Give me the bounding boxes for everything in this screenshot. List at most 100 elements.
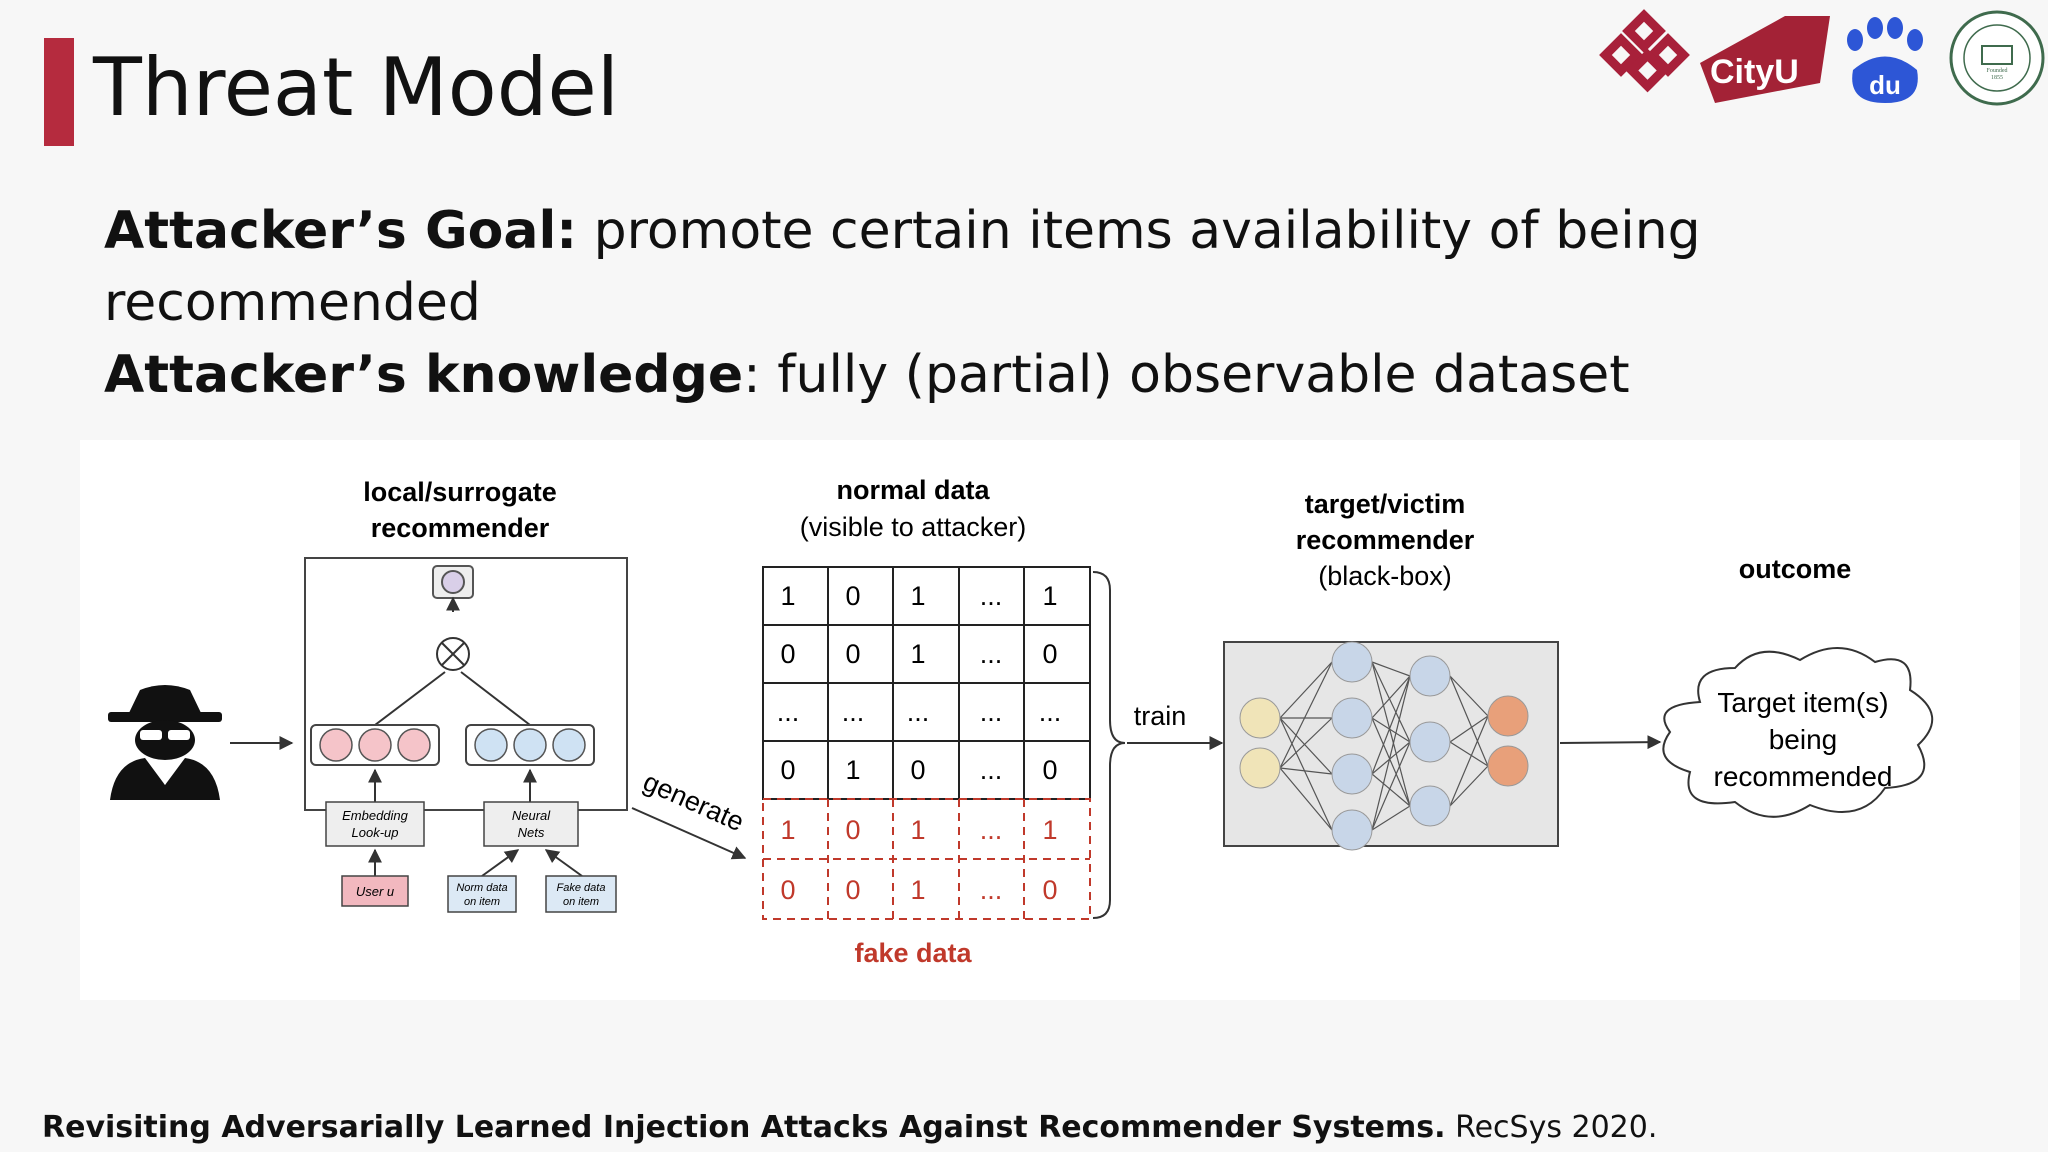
svg-text:du: du	[1869, 70, 1901, 100]
normal-data-subtitle: (visible to attacker)	[800, 512, 1027, 542]
nn-node	[1487, 745, 1529, 787]
normal-data-cell: 1	[780, 581, 795, 611]
nn-edge	[1371, 675, 1411, 719]
normal-data-cell: 1	[910, 639, 925, 669]
nn-edge	[1449, 675, 1489, 767]
normal-data-cell: ...	[777, 697, 800, 727]
nn-node	[1239, 697, 1281, 739]
nn-edge	[1371, 675, 1411, 831]
fake-data-cell: ...	[980, 875, 1003, 905]
normal-data-cell: ...	[980, 697, 1003, 727]
normal-data-cell: 1	[1042, 581, 1057, 611]
user-embedding-vector	[310, 724, 440, 766]
norm-data-box: Norm data on item	[447, 875, 517, 913]
svg-text:User u: User u	[356, 884, 394, 899]
fake-data-cell: 1	[910, 875, 925, 905]
nn-edge	[1449, 675, 1489, 717]
surrogate-title: local/surrogate	[363, 477, 557, 507]
victim-title: target/victim	[1305, 489, 1466, 519]
nn-node	[1331, 809, 1373, 851]
title-accent-bar	[44, 38, 74, 146]
normal-data-cell: ...	[980, 755, 1003, 785]
nn-node	[1239, 747, 1281, 789]
nn-edge	[1449, 715, 1489, 743]
institution-logos: CityU du Founded 1855	[1599, 9, 2045, 106]
nn-edge	[1371, 773, 1411, 807]
svg-text:Norm data: Norm data	[456, 882, 507, 894]
svg-text:Embedding: Embedding	[342, 808, 409, 823]
nn-edge	[1279, 661, 1333, 719]
nn-edge	[1371, 717, 1411, 807]
victim-recommender-box	[1223, 641, 1559, 847]
svg-text:Fake data: Fake data	[557, 882, 606, 894]
neural-net-nodes	[1239, 641, 1529, 851]
outcome-cloud	[1662, 647, 1934, 818]
victim-title-3: (black-box)	[1318, 561, 1452, 591]
svg-text:Founded: Founded	[1987, 68, 2008, 74]
item-embedding-vector	[465, 724, 595, 766]
msu-seal: Founded 1855	[1949, 10, 2045, 106]
outcome-line-3: recommended	[1714, 761, 1893, 792]
outcome-line-2: being	[1769, 724, 1838, 755]
data-brace	[1092, 571, 1126, 919]
normal-data-cell: 1	[910, 581, 925, 611]
citation: Revisiting Adversarially Learned Injecti…	[42, 1110, 1658, 1145]
polyu-logo	[1599, 9, 1690, 93]
embedding-lookup-box: Embedding Look-up	[325, 801, 425, 847]
fake-data-cell: 1	[780, 815, 795, 845]
normal-data-cell: 0	[845, 639, 860, 669]
nn-node	[1331, 753, 1373, 795]
neural-net-edges	[1279, 661, 1489, 831]
fake-data-cell: 1	[1042, 815, 1057, 845]
nn-edge	[1279, 661, 1333, 769]
normal-data-cell: 0	[910, 755, 925, 785]
svg-text:Nets: Nets	[518, 825, 545, 840]
goal-line: Attacker’s Goal: promote certain items a…	[104, 201, 1701, 333]
nn-node	[1331, 641, 1373, 683]
normal-data-title: normal data	[836, 475, 990, 505]
nn-edge	[1279, 767, 1333, 831]
nn-edge	[1371, 661, 1411, 677]
svg-text:1855: 1855	[1991, 75, 2003, 81]
nn-edge	[1449, 715, 1489, 807]
surrogate-title-2: recommender	[371, 513, 550, 543]
nn-edge	[1371, 661, 1411, 807]
nn-edge	[1279, 717, 1333, 775]
normal-data-cell: 1	[845, 755, 860, 785]
normal-data-cell: 0	[1042, 639, 1057, 669]
normal-data-cell: 0	[1042, 755, 1057, 785]
nn-node	[1331, 697, 1373, 739]
normal-data-cell: 0	[780, 639, 795, 669]
slide-title: Threat Model	[93, 41, 619, 134]
victim-title-2: recommender	[1296, 525, 1475, 555]
svg-text:on item: on item	[464, 896, 500, 908]
fake-data-cell: 0	[845, 875, 860, 905]
nn-node	[1409, 785, 1451, 827]
knowledge-line: Attacker’s knowledge: fully (partial) ob…	[104, 345, 1630, 405]
attacker-spy-icon	[108, 685, 222, 800]
cityu-logo: CityU	[1700, 16, 1830, 103]
svg-text:CityU: CityU	[1710, 53, 1799, 91]
normal-data-cell: ...	[907, 697, 930, 727]
fake-data-title: fake data	[854, 938, 972, 968]
normal-data-cell: 0	[780, 755, 795, 785]
nn-node	[1487, 695, 1529, 737]
threat-model-diagram: local/surrogate recommender Embedding Lo…	[80, 440, 2020, 1000]
nn-edge	[1279, 717, 1333, 769]
nn-edge	[1371, 675, 1411, 775]
output-node	[441, 570, 465, 594]
normal-data-cell: ...	[980, 639, 1003, 669]
nn-edge	[1371, 741, 1411, 831]
user-input-box: User u	[341, 875, 409, 907]
surrogate-recommender-box	[304, 557, 628, 811]
nn-edge	[1371, 805, 1411, 831]
svg-text:Neural: Neural	[512, 808, 551, 823]
train-label: train	[1134, 701, 1187, 731]
nn-edge	[1449, 741, 1489, 767]
nn-edge	[1371, 741, 1411, 775]
fake-data-cell: 0	[780, 875, 795, 905]
svg-text:Look-up: Look-up	[352, 825, 399, 840]
nn-edge	[1279, 767, 1333, 775]
